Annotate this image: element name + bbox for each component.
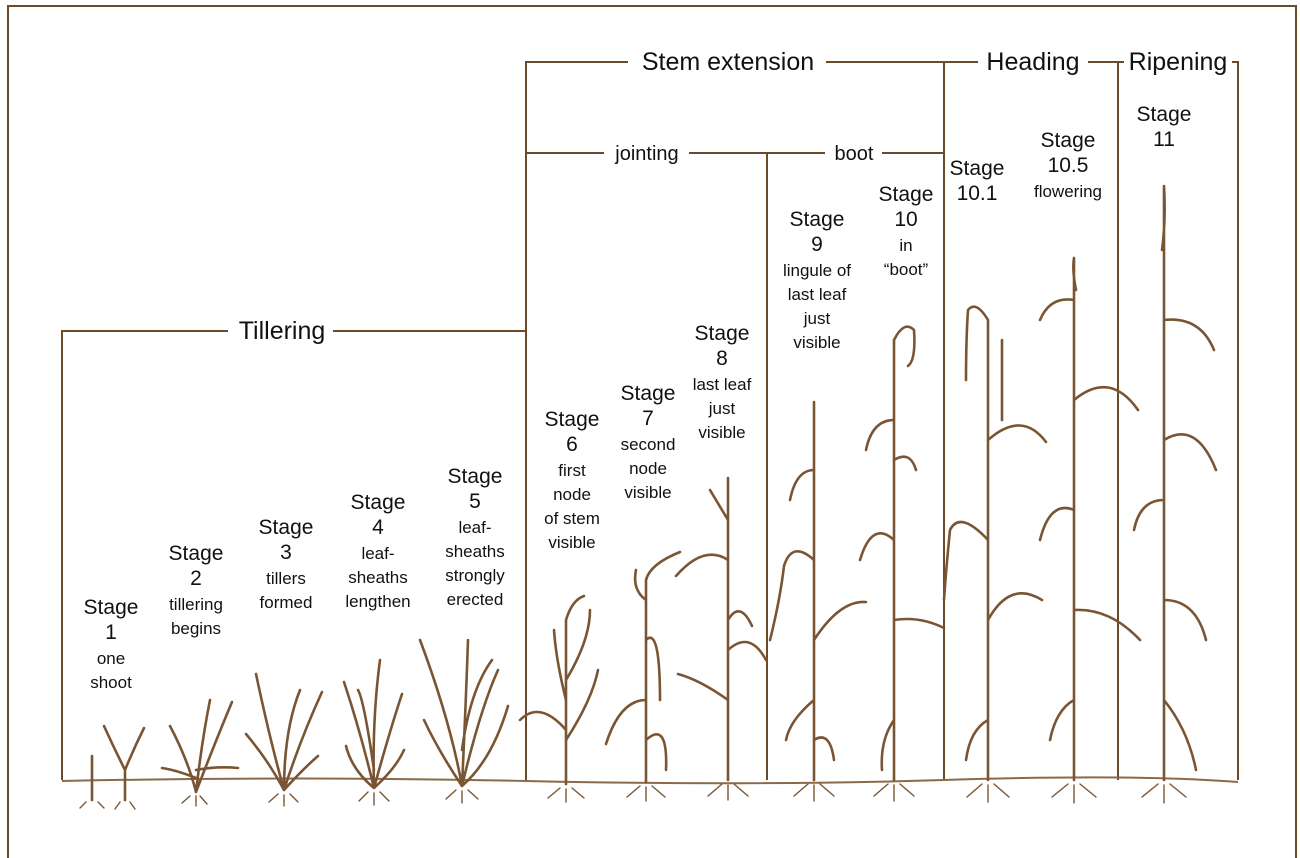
stage-description-line: “boot” [884,260,929,279]
plant-stage-2 [162,700,238,806]
stage-label-11: Stage10.1 [950,157,1005,205]
stage-label-1: Stage1 one shoot [84,596,139,692]
stage-description-line: second [621,435,676,454]
stage-description-line: first [558,461,586,480]
stage-description-line: visible [624,483,671,502]
stage-description-line: sheaths [348,568,408,587]
stage-description-line: begins [171,619,221,638]
phase-label-ripening: Ripening [1129,48,1228,76]
stage-description-line: leaf- [458,518,491,537]
stage-number: 10.1 [957,182,998,205]
plant-stage-10 [860,327,944,801]
stage-number: Stage [545,408,600,431]
stage-label-13: Stage11 [1137,103,1192,151]
plant-stage-11 [1134,186,1216,803]
stage-description-line: in [899,236,912,255]
stage-description-line: last leaf [693,375,752,394]
stage-label-12: Stage10.5 flowering [1034,129,1102,201]
stage-description-line: node [629,459,667,478]
stage-description-line: of stem [544,509,600,528]
stage-description-line: leaf- [361,544,394,563]
stage-number: Stage [1137,103,1192,126]
stage-number: Stage [1041,129,1096,152]
stage-number: 4 [372,516,384,539]
stage-description-line: lingule of [783,261,851,280]
stage-number: Stage [259,516,314,539]
stage-description-line: visible [793,333,840,352]
stage-label-6: Stage6 first node of stem visible [544,408,600,552]
stage-number: 2 [190,567,202,590]
stage-label-2: Stage2 tillering begins [169,542,224,638]
stage-description-line: visible [548,533,595,552]
stage-description-line: shoot [90,673,132,692]
plant-stage-10-1 [944,307,1046,802]
stage-description-line: lengthen [345,592,410,611]
stage-description-line: sheaths [445,542,505,561]
stage-number: Stage [950,157,1005,180]
phase-label-heading: Heading [986,48,1079,76]
stage-number: Stage [879,183,934,206]
plant-stage-6 [520,596,598,802]
stage-description-line: just [803,309,831,328]
stage-description-line: node [553,485,591,504]
stage-label-5: Stage5 leaf-sheaths strongly erected [445,465,505,609]
phase-label-stem-extension: Stem extension [642,48,814,76]
subphase-label-boot: boot [835,143,874,165]
stage-label-4: Stage4 leaf-sheaths lengthen [345,491,410,611]
stage-label-3: Stage3 tillers formed [259,516,314,612]
stage-description-line: erected [447,590,504,609]
stage-number: Stage [351,491,406,514]
stage-number: Stage [84,596,139,619]
stage-description-line: flowering [1034,182,1102,201]
stage-number: 7 [642,407,654,430]
plant-stage-3 [246,674,322,806]
stage-number: 10.5 [1048,154,1089,177]
plant-stage-8 [676,478,766,800]
ground-line [62,777,1238,783]
plant-stage-10-5 [1040,258,1140,803]
stage-description-line: one [97,649,125,668]
stage-description-line: visible [698,423,745,442]
stage-description-line: tillering [169,595,223,614]
stage-label-9: Stage9 lingule of last leaf just visible [783,208,851,352]
stage-number: 5 [469,490,481,513]
stage-label-10: Stage10 in “boot” [879,183,934,279]
stage-number: Stage [621,382,676,405]
stage-description-line: formed [260,593,313,612]
outer-border [8,6,1296,858]
plant-stage-7 [606,552,680,801]
stage-number: Stage [695,322,750,345]
stage-description-line: tillers [266,569,306,588]
stage-number: 6 [566,433,578,456]
stage-number: 1 [105,621,117,644]
plant-stage-4 [344,660,404,805]
stage-description-line: just [708,399,736,418]
stage-number: Stage [169,542,224,565]
plant-stage-9 [770,402,866,801]
stage-number: 10 [894,208,917,231]
stage-labels: Stage1oneshootStage2tilleringbeginsStage… [84,103,1192,692]
stage-number: Stage [448,465,503,488]
stage-description-line: strongly [445,566,505,585]
plant-stage-1 [80,726,144,809]
stage-label-7: Stage7 second node visible [621,382,676,502]
stage-number: 3 [280,541,292,564]
subphase-label-jointing: jointing [614,143,678,165]
phase-label-tillering: Tillering [239,317,326,345]
stage-number: 9 [811,233,823,256]
stage-number: Stage [790,208,845,231]
stage-label-8: Stage8 last leaf just visible [693,322,752,442]
stage-number: 8 [716,347,728,370]
stage-description-line: last leaf [788,285,847,304]
stage-number: 11 [1153,128,1175,151]
